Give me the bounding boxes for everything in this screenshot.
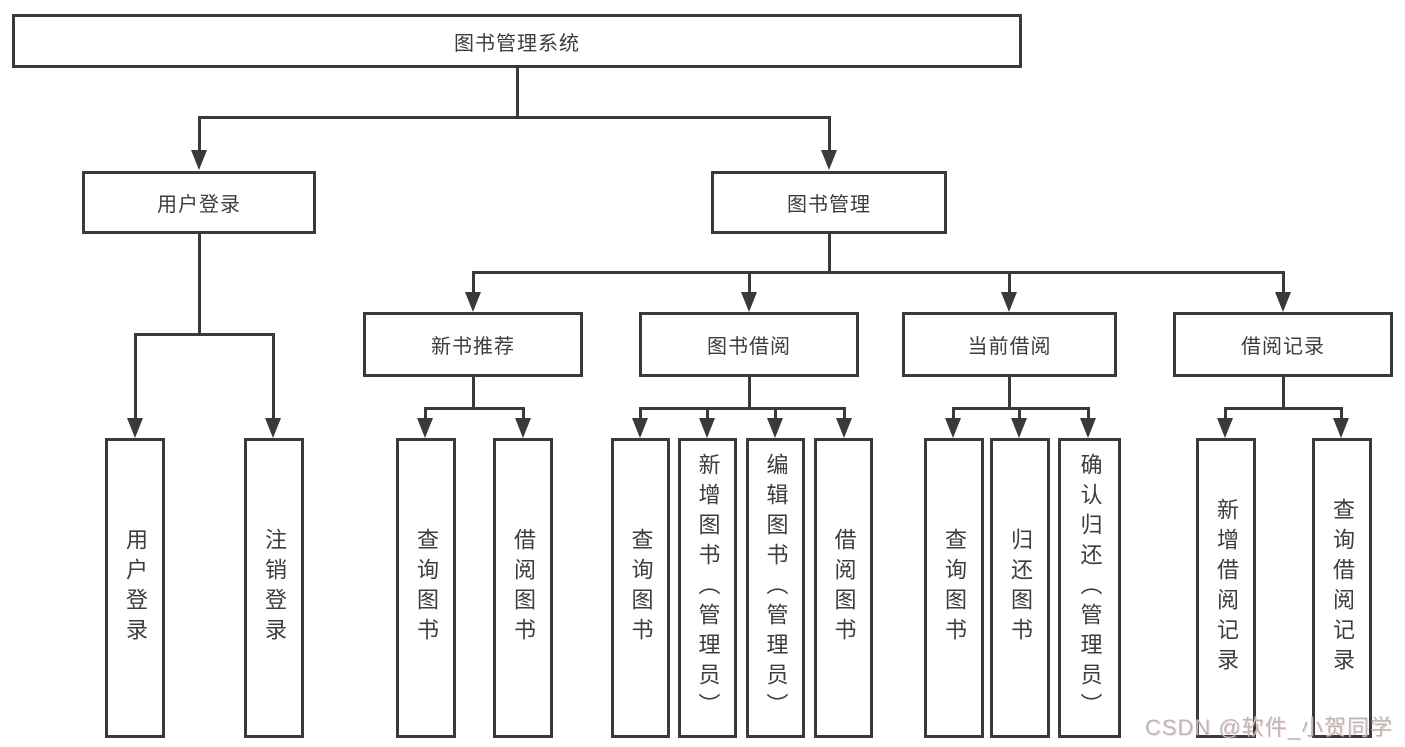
connector-line [424,408,427,422]
arrow-down-icon [632,418,648,438]
connector-line [1282,377,1285,410]
leaf-query-books-current: 查询图书 [924,438,984,738]
connector-line [198,117,201,154]
arrow-down-icon [836,418,852,438]
leaf-query-borrow-record: 查询借阅记录 [1312,438,1372,738]
arrow-down-icon [191,150,207,170]
leaf-confirm-return-admin: 确认归还（管理员） [1058,438,1121,738]
connector-line [272,334,275,421]
arrow-down-icon [767,418,783,438]
connector-line [748,377,751,410]
node-book-borrow: 图书借阅 [639,312,859,377]
arrow-down-icon [465,292,481,312]
connector-line [472,377,475,410]
connector-line [424,407,525,410]
root-node-library-system: 图书管理系统 [12,14,1022,68]
connector-line [134,333,275,336]
connector-line [774,408,777,422]
connector-line [198,234,201,336]
arrow-down-icon [741,292,757,312]
connector-line [1018,408,1021,422]
connector-line [828,117,831,154]
connector-line [1008,272,1011,296]
connector-line [472,272,475,296]
connector-line [1340,408,1343,422]
connector-line [1282,272,1285,296]
connector-line [706,408,709,422]
connector-line [198,116,831,119]
node-new-book-recommend: 新书推荐 [363,312,583,377]
leaf-user-login: 用户登录 [105,438,165,738]
leaf-query-books-recommend: 查询图书 [396,438,456,738]
connector-line [843,408,846,422]
arrow-down-icon [699,418,715,438]
leaf-query-books-borrow: 查询图书 [611,438,670,738]
arrow-down-icon [945,418,961,438]
leaf-add-borrow-record: 新增借阅记录 [1196,438,1256,738]
connector-line [516,68,519,118]
leaf-add-books-admin: 新增图书（管理员） [678,438,737,738]
connector-line [748,272,751,296]
node-borrow-records: 借阅记录 [1173,312,1393,377]
connector-line [952,408,955,422]
connector-line [472,271,1285,274]
arrow-down-icon [1217,418,1233,438]
node-current-borrow: 当前借阅 [902,312,1117,377]
connector-line [522,408,525,422]
arrow-down-icon [1275,292,1291,312]
leaf-borrow-books-recommend: 借阅图书 [493,438,553,738]
connector-line [134,334,137,421]
arrow-down-icon [265,418,281,438]
arrow-down-icon [1011,418,1027,438]
arrow-down-icon [1333,418,1349,438]
arrow-down-icon [1080,418,1096,438]
connector-line [1224,408,1227,422]
arrow-down-icon [127,418,143,438]
leaf-logout: 注销登录 [244,438,304,738]
connector-line [952,407,1090,410]
csdn-watermark: CSDN @软件_小贺同学 [1144,715,1393,740]
arrow-down-icon [821,150,837,170]
arrow-down-icon [1001,292,1017,312]
connector-line [1224,407,1343,410]
connector-line [1087,408,1090,422]
connector-line [828,234,831,274]
node-book-management: 图书管理 [711,171,947,234]
arrow-down-icon [515,418,531,438]
arrow-down-icon [417,418,433,438]
node-user-login: 用户登录 [82,171,316,234]
connector-line [1008,377,1011,410]
connector-line [639,407,846,410]
connector-line [639,408,642,422]
leaf-edit-books-admin: 编辑图书（管理员） [746,438,805,738]
leaf-borrow-books: 借阅图书 [814,438,873,738]
leaf-return-books: 归还图书 [990,438,1050,738]
